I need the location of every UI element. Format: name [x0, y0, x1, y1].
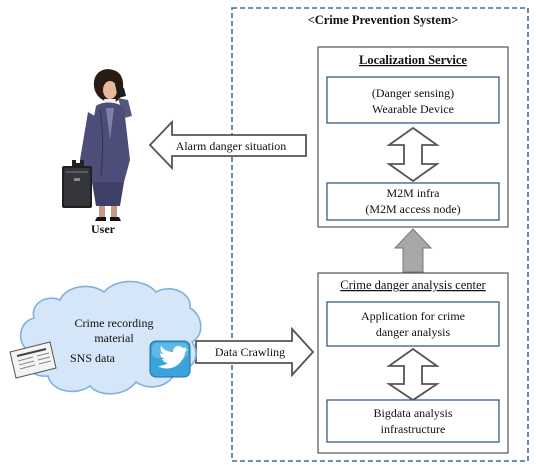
- m2m-infra-box: [326, 182, 500, 221]
- bigdata-infra-line1: Bigdata analysis: [374, 406, 453, 420]
- user-figure-icon: [62, 69, 132, 221]
- alarm-arrow: [148, 119, 307, 171]
- data-crawling-arrow: [195, 326, 315, 378]
- wearable-device-line2: Wearable Device: [372, 102, 454, 116]
- analysis-center-title: Crime danger analysis center: [340, 278, 486, 292]
- m2m-infra-line1: M2M infra: [387, 186, 441, 200]
- upward-gray-arrow: [393, 228, 433, 273]
- user-label: User: [91, 222, 116, 236]
- system-title: <Crime Prevention System>: [308, 13, 459, 27]
- crime-analysis-app-line2: danger analysis: [376, 325, 451, 339]
- data-crawling-label: Data Crawling: [215, 345, 285, 359]
- twitter-icon: [149, 340, 191, 378]
- localization-service-title: Localization Service: [359, 53, 467, 67]
- bigdata-infra-line2: infrastructure: [381, 422, 446, 436]
- system-boundary: [231, 7, 529, 462]
- cloud-line1: Crime recording: [75, 316, 154, 330]
- cloud-line2: material: [94, 331, 134, 345]
- wearable-device-line1: (Danger sensing): [372, 86, 454, 100]
- bigdata-infra-box: [326, 399, 500, 443]
- m2m-infra-line2: (M2M access node): [365, 202, 460, 216]
- alarm-label: Alarm danger situation: [176, 139, 287, 153]
- crime-analysis-app-line1: Application for crime: [361, 309, 465, 323]
- newspaper-icon: [9, 341, 57, 379]
- wearable-device-box: [326, 76, 500, 124]
- device-m2m-double-arrow: [386, 126, 440, 183]
- crime-analysis-app-box: [326, 301, 500, 347]
- sns-data-label: SNS data: [70, 351, 116, 365]
